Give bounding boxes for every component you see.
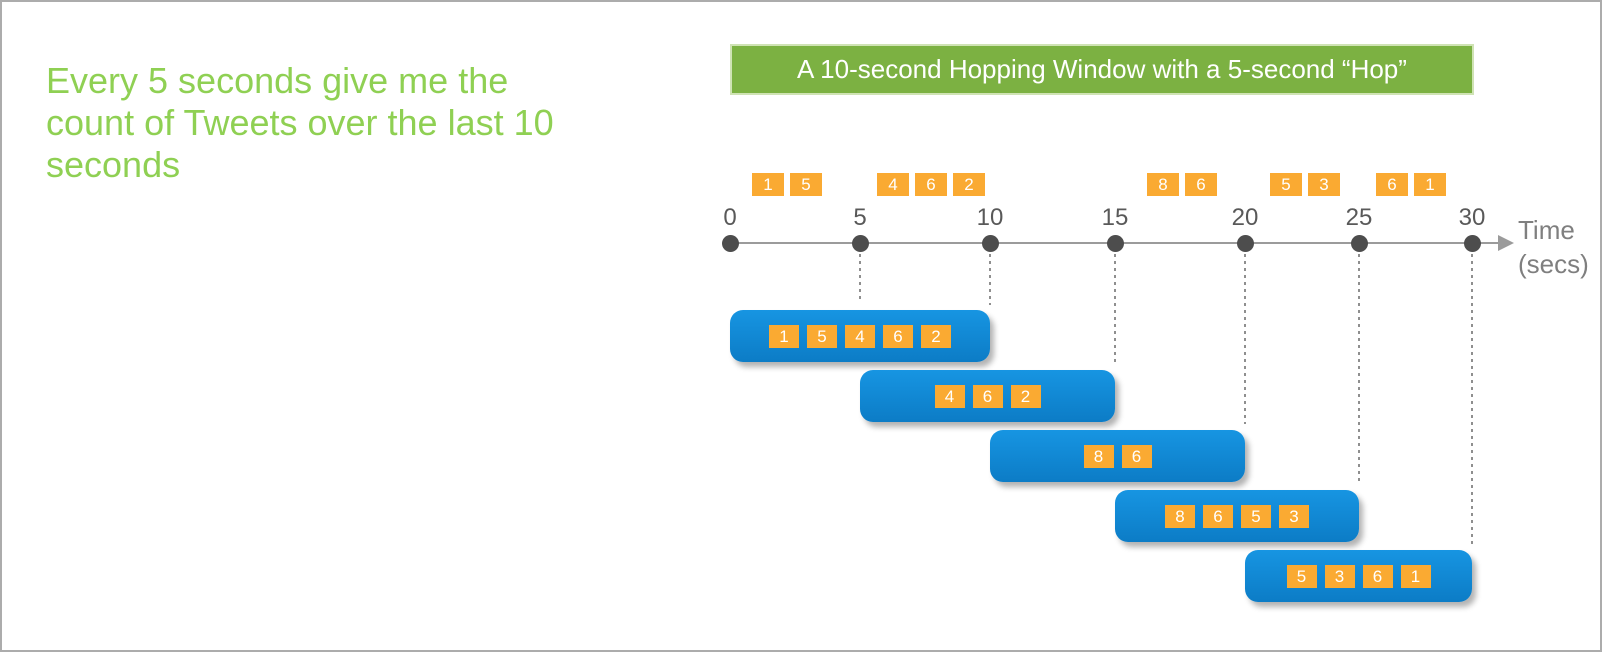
window-event-box: 8: [1165, 505, 1195, 528]
window-event-box: 6: [1121, 445, 1152, 468]
headline-line: count of Tweets over the last 10: [46, 102, 554, 143]
window-event-box: 6: [972, 385, 1003, 408]
timeline-tick-dot: [1106, 234, 1124, 252]
timeline-tick-dot: [851, 234, 869, 252]
timeline-dashed-line: [1358, 254, 1360, 484]
window-event-box: 3: [1324, 565, 1355, 588]
event-box: 6: [1185, 173, 1217, 196]
window-event-box: 2: [921, 325, 951, 348]
timeline-axis-label: Time (secs): [1518, 213, 1589, 281]
window-event-box: 5: [1241, 505, 1271, 528]
window-event-box: 6: [883, 325, 913, 348]
axis-label-line: Time: [1518, 215, 1575, 245]
axis-label-line: (secs): [1518, 249, 1589, 279]
headline-line: seconds: [46, 144, 181, 185]
headline-line: Every 5 seconds give me the: [46, 60, 509, 101]
event-box: 3: [1308, 173, 1340, 196]
timeline-tick-label: 0: [723, 204, 737, 231]
timeline-tick-dot: [1463, 234, 1481, 252]
timeline-tick-label: 20: [1231, 204, 1259, 231]
timeline-dashed-line: [1114, 254, 1116, 364]
window-event-box: 4: [845, 325, 875, 348]
window-event-box: 1: [1400, 565, 1431, 588]
timeline-arrow-icon: [1498, 235, 1514, 251]
timeline-tick-label: 30: [1458, 204, 1486, 231]
timeline-tick-label: 25: [1345, 204, 1373, 231]
window-event-box: 1: [769, 325, 799, 348]
window-event-box: 2: [1010, 385, 1041, 408]
window-event-box: 8: [1083, 445, 1114, 468]
timeline-tick-dot: [1350, 234, 1368, 252]
event-box: 8: [1147, 173, 1179, 196]
event-box: 6: [915, 173, 947, 196]
event-box: 2: [953, 173, 985, 196]
window-event-box: 6: [1203, 505, 1233, 528]
timeline-tick-dot: [721, 234, 739, 252]
timeline-tick-label: 15: [1101, 204, 1129, 231]
event-box: 5: [790, 173, 822, 196]
event-box: 1: [1414, 173, 1446, 196]
timeline-dashed-line: [1471, 254, 1473, 544]
timeline-tick-dot: [1236, 234, 1254, 252]
banner-label: A 10-second Hopping Window with a 5-seco…: [797, 54, 1407, 84]
window-event-box: 6: [1362, 565, 1393, 588]
window-event-box: 3: [1279, 505, 1309, 528]
timeline-dashed-line: [1244, 254, 1246, 424]
event-box: 6: [1376, 173, 1408, 196]
hopping-window-banner: A 10-second Hopping Window with a 5-seco…: [730, 44, 1474, 95]
timeline-dashed-line: [989, 254, 991, 305]
window-event-box: 5: [807, 325, 837, 348]
window-event-box: 5: [1286, 565, 1317, 588]
timeline-tick-label: 10: [976, 204, 1004, 231]
event-box: 4: [877, 173, 909, 196]
event-box: 1: [752, 173, 784, 196]
timeline-tick-label: 5: [853, 204, 867, 231]
window-event-box: 4: [934, 385, 965, 408]
timeline-tick-dot: [981, 234, 999, 252]
timeline-dashed-line: [859, 254, 861, 302]
event-box: 5: [1270, 173, 1302, 196]
headline: Every 5 seconds give me the count of Twe…: [46, 60, 686, 186]
